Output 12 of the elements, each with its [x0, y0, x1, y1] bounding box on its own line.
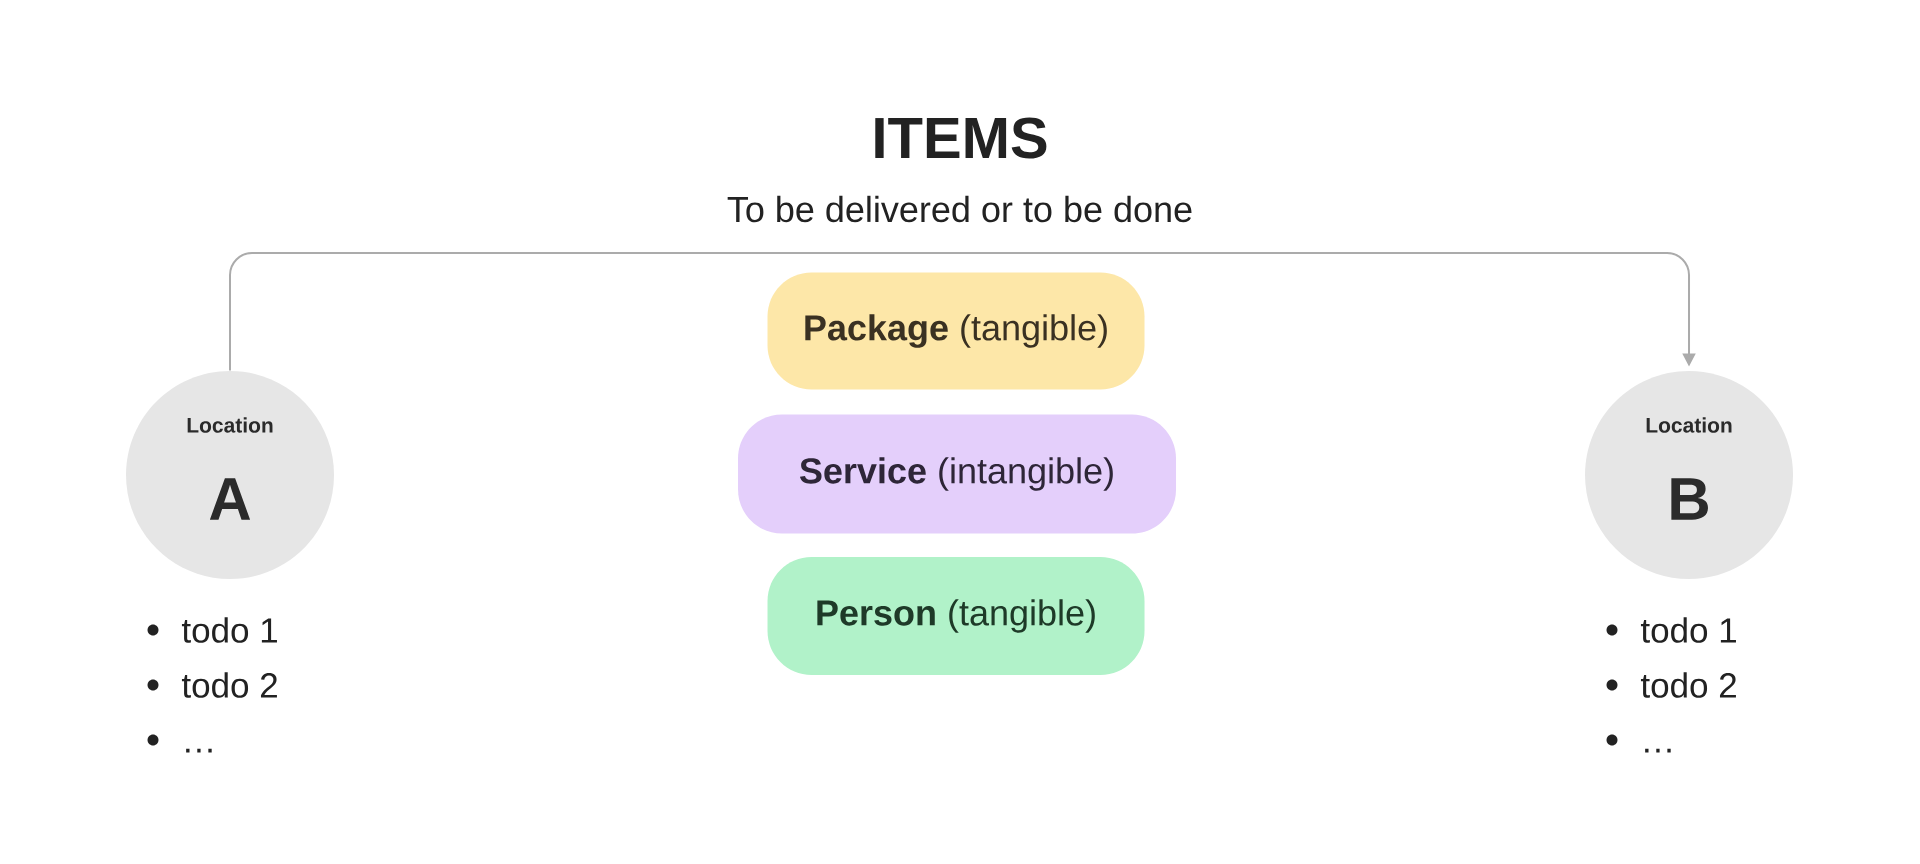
list-item: todo 1: [1640, 617, 1736, 643]
category-pill: Service (intangible): [738, 414, 1176, 534]
list-item: todo 1: [181, 617, 277, 643]
title: ITEMS: [875, 117, 1047, 159]
category-pill: Person (tangible): [767, 557, 1145, 675]
connector-arrow: [229, 252, 1696, 372]
list-item: todo 2: [1640, 672, 1736, 698]
list-item: todo 2: [181, 672, 277, 698]
category-pill: Package (tangible): [767, 272, 1145, 390]
list-item: …: [1645, 748, 1671, 753]
list-item: …: [186, 748, 212, 753]
subtitle: To be delivered or to be done: [727, 195, 1192, 223]
